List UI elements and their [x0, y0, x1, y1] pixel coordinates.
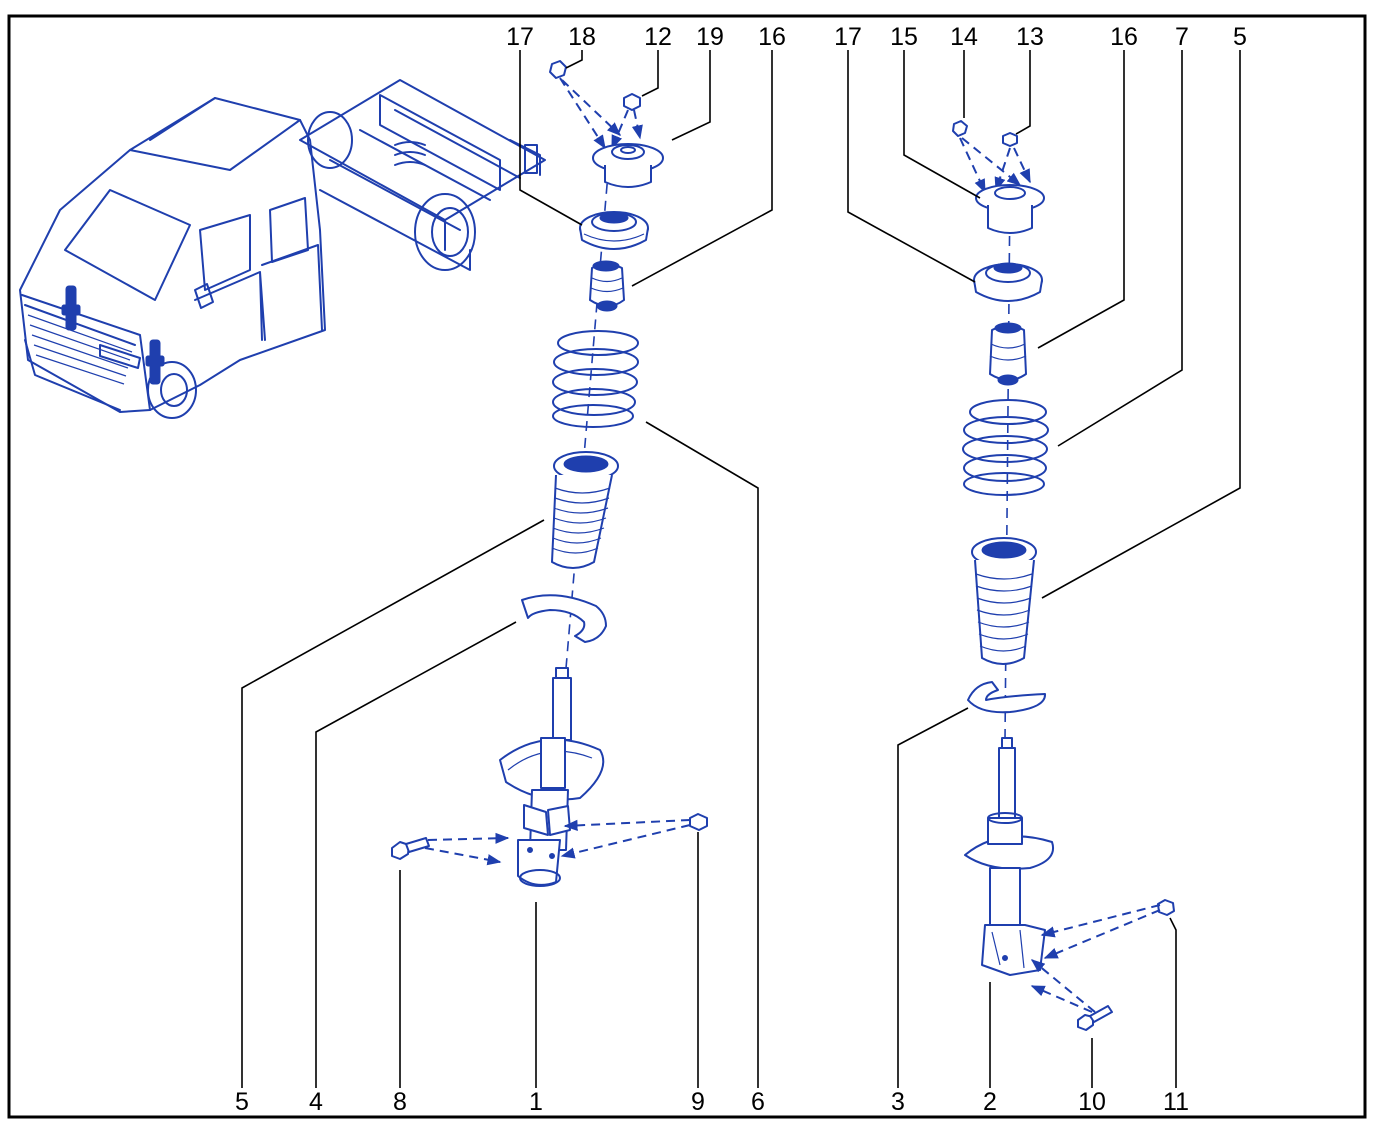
callout-number: 9 — [691, 1088, 705, 1116]
nut-icon — [689, 813, 708, 831]
callout-number: 7 — [1175, 23, 1189, 51]
callout-number: 6 — [751, 1088, 765, 1116]
bolt-icon — [549, 60, 567, 79]
diagram-frame — [7, 14, 1367, 1119]
bump-stop-icon — [589, 260, 625, 312]
callout-number: 16 — [1110, 23, 1138, 51]
callout-number: 4 — [309, 1088, 323, 1116]
bolt-icon — [391, 837, 430, 860]
coil-spring-icon — [552, 330, 639, 428]
callout-number: 11 — [1163, 1088, 1189, 1116]
nut-icon — [1157, 899, 1175, 916]
dust-bellows-icon — [971, 537, 1037, 665]
callout-number: 5 — [235, 1088, 249, 1116]
strut-highlight — [61, 285, 165, 385]
bolt-icon — [952, 120, 968, 137]
vehicle-icon — [19, 79, 546, 419]
callout-number: 12 — [644, 23, 672, 51]
callouts-bottom: 5 4 8 1 9 6 3 2 10 11 — [235, 1088, 1189, 1116]
top-mount-icon — [975, 184, 1045, 234]
strut-bearing-icon — [579, 211, 649, 250]
coil-spring-icon — [962, 399, 1049, 496]
callout-number: 17 — [506, 23, 534, 51]
dust-bellows-icon — [551, 451, 619, 569]
callout-number: 19 — [696, 23, 724, 51]
spring-seat-icon — [967, 681, 1046, 714]
strut-icon — [499, 667, 605, 887]
nut-icon — [1002, 132, 1018, 147]
callout-number: 1 — [529, 1088, 543, 1116]
callout-number: 2 — [983, 1088, 997, 1116]
callout-number: 3 — [891, 1088, 905, 1116]
spring-seat-icon — [521, 594, 607, 643]
strut-icon — [964, 737, 1054, 976]
callout-number: 13 — [1016, 23, 1044, 51]
bolt-icon — [1077, 1005, 1113, 1031]
callout-number: 17 — [834, 23, 862, 51]
callouts-top: 17 18 12 19 16 17 15 14 13 16 7 5 — [506, 23, 1247, 51]
callout-number: 15 — [890, 23, 918, 51]
bump-stop-icon — [989, 322, 1027, 386]
callout-number: 16 — [758, 23, 786, 51]
nut-icon — [623, 93, 641, 111]
callout-number: 10 — [1078, 1088, 1106, 1116]
callout-number: 14 — [950, 23, 978, 51]
strut-bearing-icon — [973, 262, 1043, 302]
leader-lines — [241, 50, 1241, 1088]
top-mount-icon — [592, 143, 664, 188]
callout-number: 8 — [393, 1088, 407, 1116]
callout-number: 18 — [568, 23, 596, 51]
callout-number: 5 — [1233, 23, 1247, 51]
